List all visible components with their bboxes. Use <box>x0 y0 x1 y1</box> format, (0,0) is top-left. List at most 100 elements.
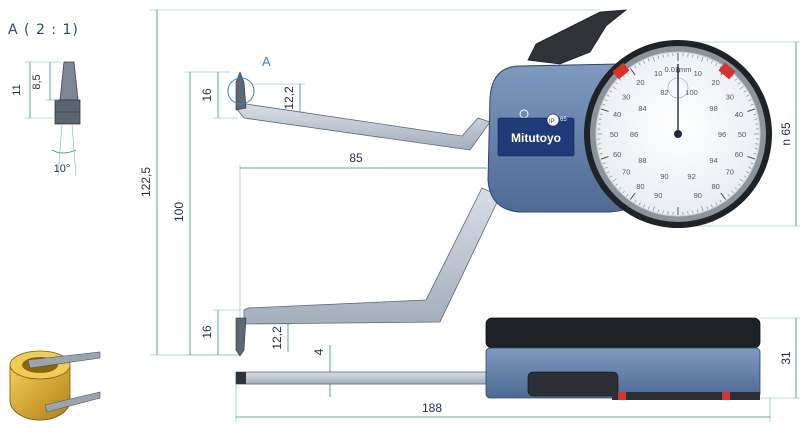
dial-tick <box>630 68 636 76</box>
dial-tick <box>612 86 617 90</box>
dial-outer-number: 40 <box>735 110 743 119</box>
dial-outer-number: 20 <box>711 78 719 87</box>
dial-tick <box>737 183 741 186</box>
side-marker-right <box>722 392 730 400</box>
dial-tick <box>598 148 602 150</box>
dial-tick <box>662 54 664 58</box>
side-bezel <box>485 317 761 349</box>
dial-tick <box>734 187 738 190</box>
dim-body-depth: 31 <box>779 351 793 365</box>
dial-tick <box>612 178 617 182</box>
dial-inner-number: 94 <box>709 156 717 165</box>
upper-arm <box>235 103 491 151</box>
dial-outer-number: 60 <box>735 150 743 159</box>
dim-dial-size: n 65 <box>779 122 793 146</box>
dial-tick <box>647 58 650 62</box>
dial-tick <box>638 62 641 66</box>
dial-tick <box>701 206 704 212</box>
dial-tick <box>600 108 609 112</box>
dial-inner-number: 84 <box>638 104 646 113</box>
side-body <box>485 347 761 399</box>
side-knurl <box>612 392 760 400</box>
detail-dim-11: 11 <box>11 84 23 95</box>
dial-tick <box>652 206 655 212</box>
dial-tick <box>692 210 694 214</box>
dial-tick <box>634 65 637 69</box>
dial-outer-number: 30 <box>726 92 734 101</box>
side-arm <box>235 371 509 385</box>
dial-tick <box>746 171 750 174</box>
dial-tick <box>737 82 741 85</box>
dial-tick <box>604 167 608 169</box>
dial-outer-number: 70 <box>726 168 734 177</box>
dial-tick <box>606 94 610 97</box>
dim-overall-height: 122,5 <box>139 167 153 197</box>
dial-tick <box>754 148 758 150</box>
dial-tick <box>719 199 722 203</box>
dial-inner-number: 96 <box>718 130 726 139</box>
ip-number: 65 <box>560 117 567 123</box>
detail-callout-circle <box>227 77 255 105</box>
dial-tick <box>748 99 752 101</box>
dial-tick <box>622 190 625 194</box>
dial-tick <box>618 187 622 190</box>
dial-tick <box>615 82 619 85</box>
dial-tick <box>754 118 758 120</box>
dial-tick <box>609 175 613 178</box>
dial-inner-number: 82 <box>660 88 668 97</box>
dial-tick <box>643 204 645 208</box>
dial-center <box>674 130 682 138</box>
dial-tick <box>697 55 699 59</box>
detail-angle: 10° <box>54 163 71 175</box>
dial-tick <box>739 178 744 182</box>
dial-tick <box>720 192 726 200</box>
dial-tick <box>739 86 744 90</box>
ip-badge <box>546 113 560 127</box>
dim-reach: 85 <box>349 151 363 165</box>
dial-ticks <box>597 53 759 215</box>
dim-arm-height: 100 <box>172 202 186 222</box>
lower-tip <box>235 317 247 357</box>
side-tip <box>236 372 246 384</box>
dial-tick <box>630 192 636 200</box>
dial-outer-number: 60 <box>613 150 621 159</box>
dial-tick <box>748 167 752 169</box>
caliper-gauge-side <box>235 317 761 400</box>
tolerance-marker-left <box>612 62 630 80</box>
detail-title: A ( 2 : 1) <box>8 22 79 38</box>
dial-outer-number: 10 <box>694 69 702 78</box>
dial-tick <box>602 162 606 165</box>
dial-inner-number: 90 <box>660 172 668 181</box>
dial-tick <box>657 209 659 213</box>
dial-tick <box>615 183 619 186</box>
dial-tick <box>747 156 756 160</box>
brand-plate <box>497 117 575 157</box>
dial-tick <box>692 54 694 58</box>
dial-tick <box>734 78 738 81</box>
dial-tick <box>731 190 734 194</box>
dial-inner-number: 100 <box>685 88 698 97</box>
dial-inner-number: 88 <box>638 156 646 165</box>
dial-outer-number: 90 <box>694 191 702 200</box>
side-lever <box>527 371 619 397</box>
dial-outer-number: 50 <box>738 130 746 139</box>
dim-jaw-lower: 16 <box>200 325 214 339</box>
detail-a-view: A ( 2 : 1) 11 8,5 10° <box>8 22 81 177</box>
dial-tick <box>743 90 747 93</box>
detail-tip-shape <box>59 61 79 101</box>
dial-outer-number: 90 <box>654 191 662 200</box>
dial-tick <box>606 171 610 174</box>
dim-jaw-lower-tip: 12,2 <box>270 326 284 350</box>
dial-tick <box>598 118 602 120</box>
upper-tip <box>235 71 247 111</box>
dial-tick <box>609 90 613 93</box>
dial-tick <box>743 175 747 178</box>
ip-label: IP <box>549 119 555 125</box>
dial-tick <box>657 55 659 59</box>
lower-arm <box>243 187 501 325</box>
dim-jaw-upper: 16 <box>200 88 214 102</box>
brand-name: Mitutoyo <box>511 131 561 145</box>
dial-tick <box>711 60 713 64</box>
